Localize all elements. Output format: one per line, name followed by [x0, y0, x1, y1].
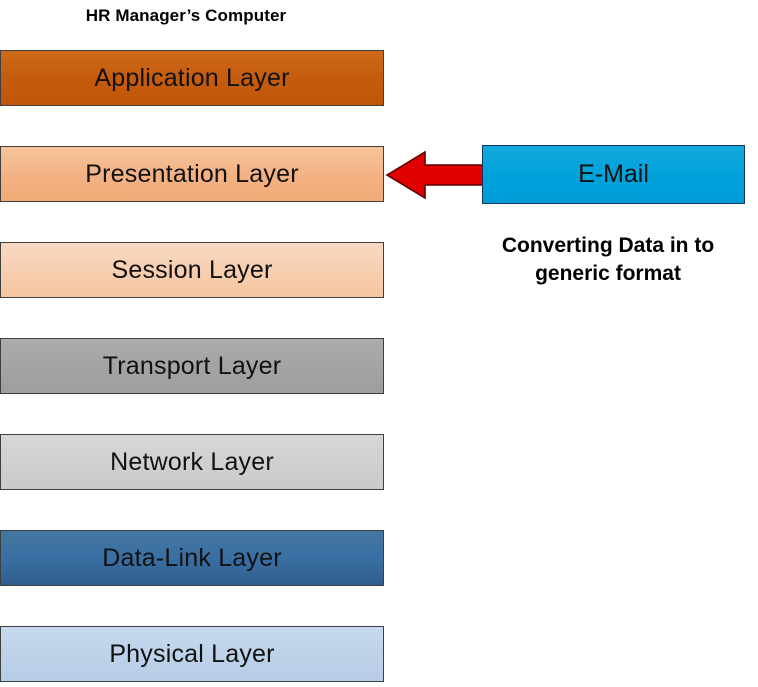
page-title: HR Manager’s Computer: [85, 6, 287, 25]
layer-box-data-link[interactable]: Data-Link Layer: [0, 530, 384, 586]
layer-box-application[interactable]: Application Layer: [0, 50, 384, 106]
caption-line-1: Converting Data in to: [501, 234, 715, 257]
layer-box-network[interactable]: Network Layer: [0, 434, 384, 490]
layer-label-transport: Transport Layer: [102, 351, 282, 380]
arrow-email-to-presentation: [385, 150, 485, 200]
caption-line-2: generic format: [535, 262, 681, 286]
layer-label-application: Application Layer: [94, 63, 290, 92]
layer-label-data-link: Data-Link Layer: [102, 543, 282, 572]
layer-label-presentation: Presentation Layer: [85, 159, 299, 188]
left-arrow-icon: [385, 150, 484, 200]
conversion-caption: Converting Data in to generic format: [455, 232, 758, 288]
layer-box-session[interactable]: Session Layer: [0, 242, 384, 298]
layer-box-presentation[interactable]: Presentation Layer: [0, 146, 384, 202]
layer-box-transport[interactable]: Transport Layer: [0, 338, 384, 394]
layer-box-physical[interactable]: Physical Layer: [0, 626, 384, 682]
email-label: E-Mail: [578, 160, 649, 188]
layer-label-physical: Physical Layer: [109, 639, 275, 668]
layer-label-network: Network Layer: [110, 447, 274, 476]
email-box[interactable]: E-Mail: [482, 145, 745, 204]
layer-label-session: Session Layer: [111, 255, 273, 284]
